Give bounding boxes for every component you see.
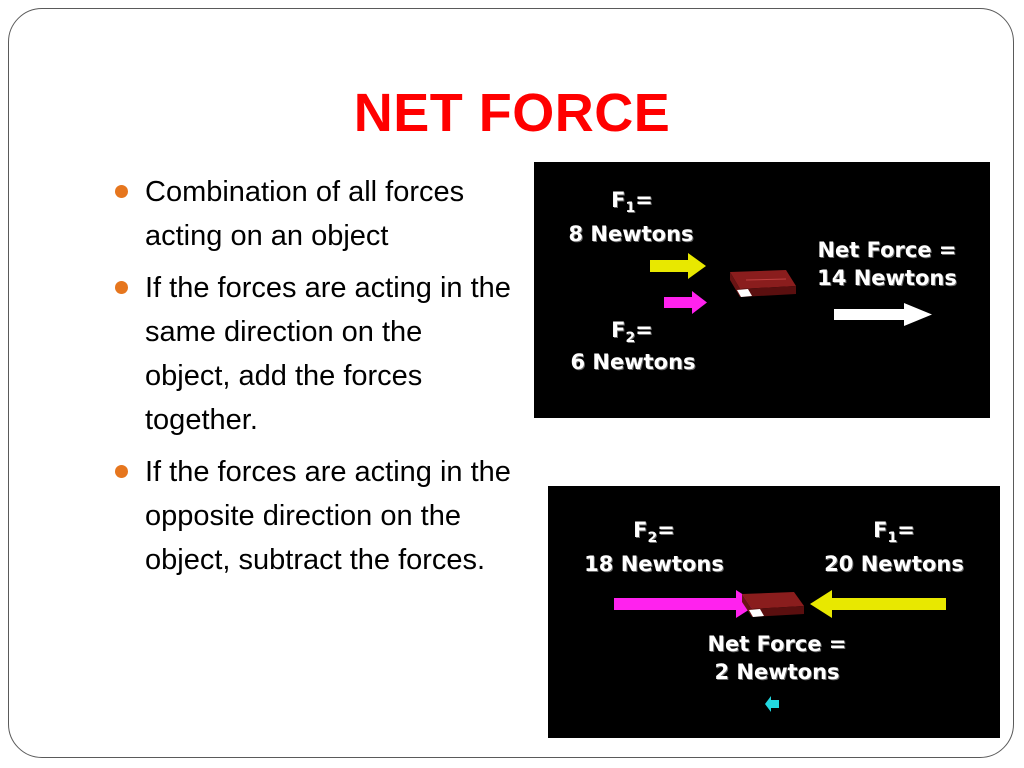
same-direction-diagram: F1= 8 Newtons F2= 6 Newtons Net Force = …	[534, 162, 990, 418]
bullet-text: If the forces are acting in the same dir…	[145, 272, 511, 436]
f2-value: 6 Newtons	[570, 350, 696, 374]
f2-label: F2=	[633, 518, 675, 547]
f2-arrow-icon	[664, 291, 707, 314]
f1-arrow-icon	[810, 590, 946, 618]
net-force-value: 14 Newtons	[817, 266, 957, 290]
slide-title: NET FORCE	[353, 83, 671, 143]
f1-label: F1=	[611, 188, 653, 217]
book-icon	[742, 592, 804, 617]
net-force-value: 2 Newtons	[714, 660, 840, 684]
f1-label: F1=	[873, 518, 915, 547]
opposite-direction-arrows	[614, 590, 946, 712]
bullet-text: Combination of all forces acting on an o…	[145, 176, 465, 252]
bullet-text: If the forces are acting in the opposite…	[145, 456, 511, 576]
book-icon	[730, 270, 796, 297]
f1-arrow-icon	[650, 253, 706, 279]
small-net-force-arrow-icon	[765, 696, 779, 712]
opposite-direction-diagram: F2= 18 Newtons F1= 20 Newtons Net Force …	[548, 486, 1000, 738]
bullet-item: If the forces are acting in the opposite…	[112, 450, 512, 582]
same-direction-arrows	[650, 253, 932, 326]
bullet-dot-icon	[115, 281, 128, 294]
f1-value: 20 Newtons	[824, 552, 964, 576]
bullet-dot-icon	[115, 465, 128, 478]
bullet-dot-icon	[115, 185, 128, 198]
net-force-label: Net Force =	[707, 632, 847, 656]
f2-value: 18 Newtons	[584, 552, 724, 576]
f2-arrow-icon	[614, 590, 758, 618]
net-force-arrow-icon	[834, 303, 932, 326]
bullet-item: Combination of all forces acting on an o…	[112, 170, 512, 258]
f1-value: 8 Newtons	[568, 222, 694, 246]
net-force-label: Net Force =	[817, 238, 957, 262]
bullet-item: If the forces are acting in the same dir…	[112, 266, 512, 442]
f2-label: F2=	[611, 318, 653, 347]
bullet-list: Combination of all forces acting on an o…	[112, 170, 512, 590]
